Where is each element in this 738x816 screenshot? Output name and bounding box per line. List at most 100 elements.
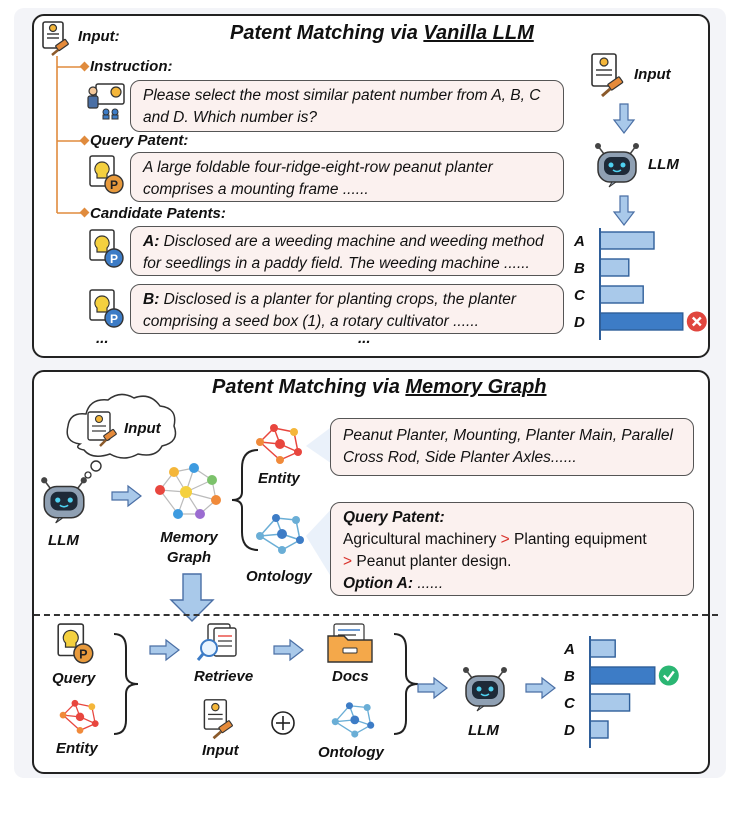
ontology-graph-icon-2 — [331, 702, 375, 738]
left-bracket — [113, 633, 139, 735]
right-arrow-2-icon — [149, 638, 180, 662]
instruction-text: Please select the most similar patent nu… — [143, 87, 541, 126]
plus-circle-icon — [271, 711, 295, 735]
check-stroke — [662, 670, 675, 682]
ontology-path-1: Agricultural machinery — [343, 531, 497, 548]
memory-panel-title: Patent Matching via Memory Graph — [212, 376, 547, 399]
cloud-input-label: Input — [124, 420, 161, 437]
chart-category-label: A — [563, 641, 575, 658]
vanilla-panel-title: Patent Matching via Vanilla LLM — [230, 22, 534, 45]
query-patent-icon: P — [57, 623, 94, 664]
chart-bar — [589, 639, 616, 658]
thought-cloud-icon — [66, 393, 177, 479]
retrieve-label: Retrieve — [194, 668, 254, 685]
query-patent-box: A large foldable four-ridge-eight-row pe… — [130, 152, 564, 202]
input-label: Input: — [78, 28, 120, 45]
svg-text:P: P — [110, 312, 118, 326]
right-arrow-icon — [111, 484, 142, 508]
title-prefix: Patent Matching via — [230, 22, 424, 44]
flow-input-icon — [591, 53, 624, 98]
flow-llm-label: LLM — [648, 156, 679, 173]
candidate-patents-label: Candidate Patents: — [90, 205, 226, 222]
ontology-label-2: Ontology — [318, 744, 384, 761]
docs-label: Docs — [332, 668, 369, 685]
chart-bar — [599, 312, 684, 331]
ontology-graph-icon — [256, 514, 304, 554]
memory-graph-icon — [155, 463, 221, 519]
presenter-icon — [87, 83, 125, 120]
ontology-option-text: ...... — [413, 575, 444, 592]
patent-b-icon: P — [89, 289, 124, 328]
right-arrow-3-icon — [273, 638, 304, 662]
ontology-sep-2: > — [343, 553, 353, 570]
input-document-icon-2 — [203, 699, 233, 740]
instruction-box: Please select the most similar patent nu… — [130, 80, 564, 132]
memory-llm-label: LLM — [48, 532, 79, 549]
ontology-label: Ontology — [246, 568, 312, 585]
wrong-cross-stroke — [691, 316, 702, 327]
big-down-arrow-icon — [169, 573, 215, 622]
svg-text:P: P — [110, 252, 118, 266]
chart-bar — [589, 666, 656, 685]
down-arrow-2-icon — [612, 195, 636, 226]
candidate-b-text: Disclosed is a planter for planting crop… — [143, 291, 517, 330]
right-arrow-5-icon — [525, 676, 556, 700]
candidate-b-box: B: Disclosed is a planter for planting c… — [130, 284, 564, 334]
query-patent-text: A large foldable four-ridge-eight-row pe… — [143, 159, 493, 198]
chart-category-label: D — [564, 722, 575, 739]
chart-bar — [599, 258, 630, 277]
ellipsis-mid: ... — [358, 330, 371, 347]
chart-category-label: B — [564, 668, 575, 685]
patent-bulb-icon: P — [89, 155, 124, 194]
section-divider — [34, 614, 718, 616]
entity-graph-icon-2 — [59, 699, 99, 734]
candidate-b-key: B: — [143, 291, 160, 308]
chart-category-label: C — [574, 287, 586, 304]
candidate-a-text: Disclosed are a weeding machine and weed… — [143, 233, 544, 272]
flow-input-label: Input — [634, 66, 671, 83]
entity-label-2: Entity — [56, 740, 98, 757]
chart-bar — [589, 693, 631, 712]
right-arrow-4-icon — [417, 676, 448, 700]
title-method-2: Memory Graph — [405, 376, 547, 398]
ontology-head: Query Patent: — [343, 509, 445, 526]
entity-label: Entity — [258, 470, 300, 487]
chart-category-label: B — [574, 260, 585, 277]
query-patent-label: Query Patent: — [90, 132, 189, 149]
ontology-option: Option A: — [343, 575, 414, 592]
instruction-label: Instruction: — [90, 58, 173, 75]
ontology-path-3: Peanut planter design. — [356, 553, 512, 570]
query-label: Query — [52, 670, 96, 687]
input-label-2: Input — [202, 742, 239, 759]
chart-category-label: A — [573, 233, 585, 250]
branch-bracket — [231, 449, 259, 551]
docs-folder-icon — [327, 623, 373, 663]
title-method: Vanilla LLM — [423, 22, 534, 44]
title-prefix-2: Patent Matching via — [212, 376, 406, 398]
ontology-path-2: Planting equipment — [514, 531, 647, 548]
chart-category-label: C — [564, 695, 576, 712]
svg-text:P: P — [79, 648, 87, 662]
input-document-icon — [42, 21, 69, 56]
ontology-box: Query Patent: Agricultural machinery > P… — [330, 502, 694, 596]
chart-bar — [589, 720, 609, 739]
robot-icon-2 — [41, 477, 87, 524]
patent-a-icon: P — [89, 229, 124, 268]
retrieve-icon — [196, 623, 237, 661]
robot-icon-3 — [463, 667, 507, 712]
candidate-a-box: A: Disclosed are a weeding machine and w… — [130, 226, 564, 276]
ontology-sep-1: > — [500, 531, 510, 548]
svg-text:P: P — [110, 178, 118, 192]
llm-label-2: LLM — [468, 722, 499, 739]
input-tree-connector — [56, 56, 90, 218]
chart-bar — [599, 285, 644, 304]
ellipsis-left: ... — [96, 330, 109, 347]
down-arrow-icon — [612, 103, 636, 134]
correct-check-icon — [658, 665, 679, 686]
robot-icon — [595, 143, 639, 188]
entity-box: Peanut Planter, Mounting, Planter Main, … — [330, 418, 694, 476]
chart-category-label: D — [574, 314, 585, 331]
chart-bar — [599, 231, 655, 250]
